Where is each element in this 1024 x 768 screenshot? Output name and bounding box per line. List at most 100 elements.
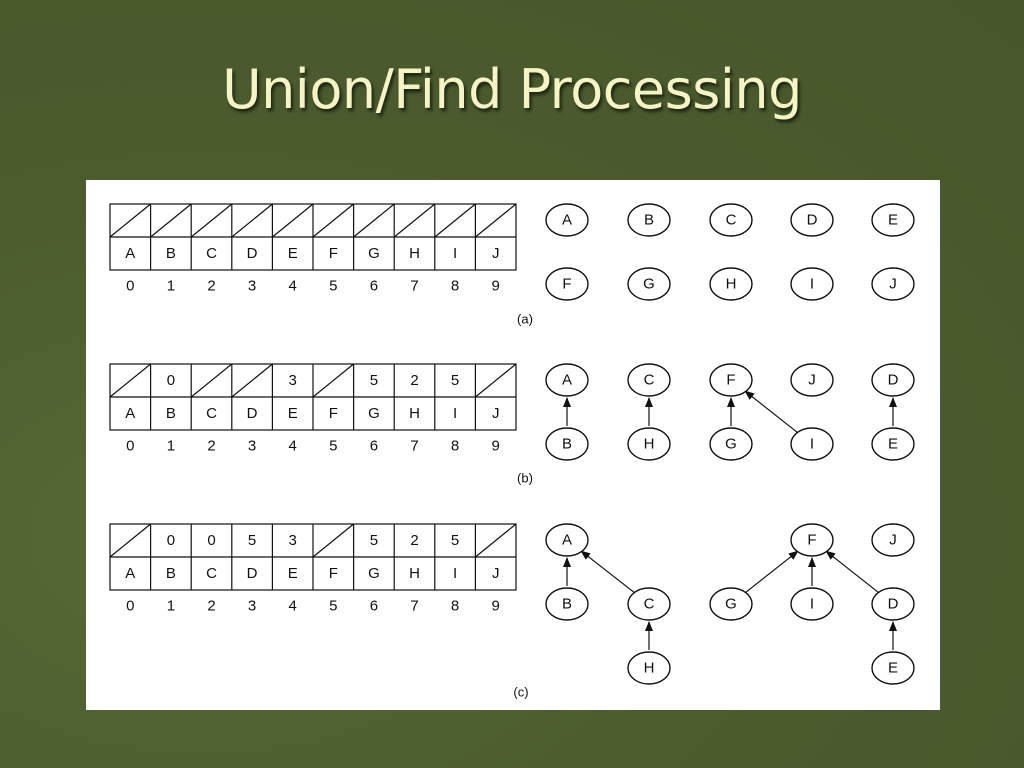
- array-index: 1: [167, 438, 175, 455]
- array-index: 2: [207, 278, 215, 295]
- tree-node: [627, 203, 671, 237]
- tree-node: [790, 203, 834, 237]
- array-letter: I: [453, 245, 457, 262]
- null-slash: [190, 363, 233, 398]
- tree-node: [871, 427, 915, 461]
- tree-node: [790, 267, 834, 301]
- tree-node-label: B: [562, 596, 572, 613]
- array-index: 8: [451, 598, 459, 615]
- array-letter: J: [492, 245, 500, 262]
- array-letter: C: [206, 245, 217, 262]
- array-index: 7: [410, 438, 418, 455]
- tree-node-label: A: [562, 212, 572, 229]
- tree-node-label: F: [726, 372, 735, 389]
- array-letter: I: [453, 405, 457, 422]
- null-slash: [434, 203, 476, 238]
- array-letter: G: [368, 405, 380, 422]
- parent-value: 5: [451, 532, 459, 549]
- array-index: 8: [451, 438, 459, 455]
- parent-value: 5: [370, 532, 378, 549]
- tree-node: [709, 363, 753, 397]
- tree-node-label: C: [726, 212, 737, 229]
- parent-value: 3: [289, 372, 297, 389]
- tree-node: [871, 651, 915, 685]
- tree-node-label: J: [889, 276, 897, 293]
- array-index: 9: [492, 278, 500, 295]
- parent-value: 5: [248, 532, 256, 549]
- array-index: 1: [167, 598, 175, 615]
- null-slash: [312, 523, 354, 558]
- array-index: 9: [492, 598, 500, 615]
- tree-node: [871, 587, 915, 621]
- array-letter: E: [288, 565, 298, 582]
- array-index: 2: [207, 598, 215, 615]
- tree-node: [545, 203, 589, 237]
- parent-value: 5: [370, 372, 378, 389]
- array-letter: F: [329, 405, 338, 422]
- tree-node: [709, 203, 753, 237]
- null-slash: [109, 523, 151, 558]
- array-index: 0: [126, 278, 134, 295]
- tree-node: [790, 587, 834, 621]
- array-letter: A: [125, 565, 135, 582]
- tree-node-label: A: [562, 532, 572, 549]
- array-letter: H: [409, 245, 420, 262]
- null-slash: [231, 363, 273, 398]
- parent-value: 0: [207, 532, 215, 549]
- array-index: 3: [248, 598, 256, 615]
- tree-node-label: B: [644, 212, 654, 229]
- array-index: 2: [207, 438, 215, 455]
- array-letter: E: [288, 245, 298, 262]
- tree-node-label: E: [888, 660, 898, 677]
- array-letter: D: [247, 405, 258, 422]
- array-index: 9: [492, 438, 500, 455]
- tree-node: [545, 363, 589, 397]
- array-index: 3: [248, 438, 256, 455]
- tree-node-label: H: [644, 660, 655, 677]
- tree-node-label: D: [807, 212, 818, 229]
- tree-node: [790, 427, 834, 461]
- tree-node-label: E: [888, 436, 898, 453]
- null-slash: [272, 203, 314, 238]
- tree-node-label: A: [562, 372, 572, 389]
- null-slash: [109, 203, 151, 238]
- array-letter: J: [492, 405, 500, 422]
- null-slash: [475, 203, 517, 238]
- array-index: 6: [370, 438, 378, 455]
- parent-value: 3: [289, 532, 297, 549]
- parent-value: 2: [410, 372, 418, 389]
- array-letter: H: [409, 565, 420, 582]
- tree-node-label: J: [889, 532, 897, 549]
- null-slash: [109, 363, 151, 398]
- array-index: 5: [329, 598, 337, 615]
- panel-a-caption: (a): [517, 312, 533, 327]
- tree-node-label: G: [725, 596, 737, 613]
- array-index: 4: [289, 438, 297, 455]
- array-letter: B: [166, 245, 176, 262]
- null-slash: [150, 203, 192, 238]
- tree-node-label: H: [726, 276, 737, 293]
- tree-node: [627, 651, 671, 685]
- array-index: 7: [410, 598, 418, 615]
- tree-node-label: I: [810, 436, 814, 453]
- tree-node-label: C: [644, 596, 655, 613]
- tree-node: [790, 523, 834, 557]
- null-slash: [475, 523, 517, 558]
- null-slash: [353, 203, 395, 238]
- tree-node-label: B: [562, 436, 572, 453]
- array-letter: G: [368, 245, 380, 262]
- tree-node-label: I: [810, 596, 814, 613]
- tree-node: [545, 427, 589, 461]
- tree-node-label: E: [888, 212, 898, 229]
- tree-node: [545, 267, 589, 301]
- array-index: 4: [289, 598, 297, 615]
- tree-node-label: C: [644, 372, 655, 389]
- array-index: 5: [329, 438, 337, 455]
- tree-node-label: I: [810, 276, 814, 293]
- tree-node: [871, 267, 915, 301]
- tree-node: [709, 587, 753, 621]
- tree-node-label: D: [888, 372, 899, 389]
- tree-node-label: F: [562, 276, 571, 293]
- null-slash: [231, 203, 273, 238]
- tree-node: [871, 203, 915, 237]
